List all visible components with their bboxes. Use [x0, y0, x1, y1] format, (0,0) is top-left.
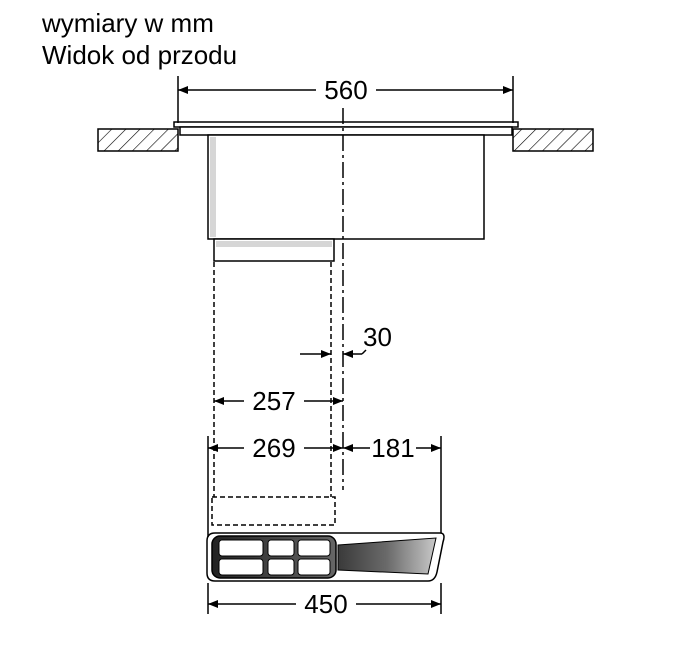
- dimension-257: 257: [214, 386, 343, 416]
- dim-269-label: 269: [252, 433, 295, 463]
- hob-body: [207, 134, 485, 240]
- units-caption: wymiary w mm: [42, 8, 214, 38]
- worktop-right: [512, 128, 594, 152]
- dim-560-label: 560: [324, 75, 367, 105]
- dim-450-label: 450: [304, 589, 347, 619]
- dimension-181: 181: [343, 433, 442, 533]
- duct-dashed-outline: [211, 262, 336, 526]
- view-caption: Widok od przodu: [42, 40, 238, 70]
- dimension-560: 560: [177, 75, 514, 123]
- worktop-left: [97, 128, 179, 152]
- dim-257-label: 257: [252, 386, 295, 416]
- dim-181-label: 181: [371, 433, 414, 463]
- duct-collar: [213, 238, 335, 262]
- dimension-269: 269: [207, 433, 343, 537]
- fan-unit: [206, 532, 445, 582]
- dimension-450: 450: [207, 583, 442, 619]
- hob-glass-plate: [173, 121, 519, 136]
- dim-30-label: 30: [363, 322, 392, 352]
- dimension-30: 30: [300, 322, 392, 358]
